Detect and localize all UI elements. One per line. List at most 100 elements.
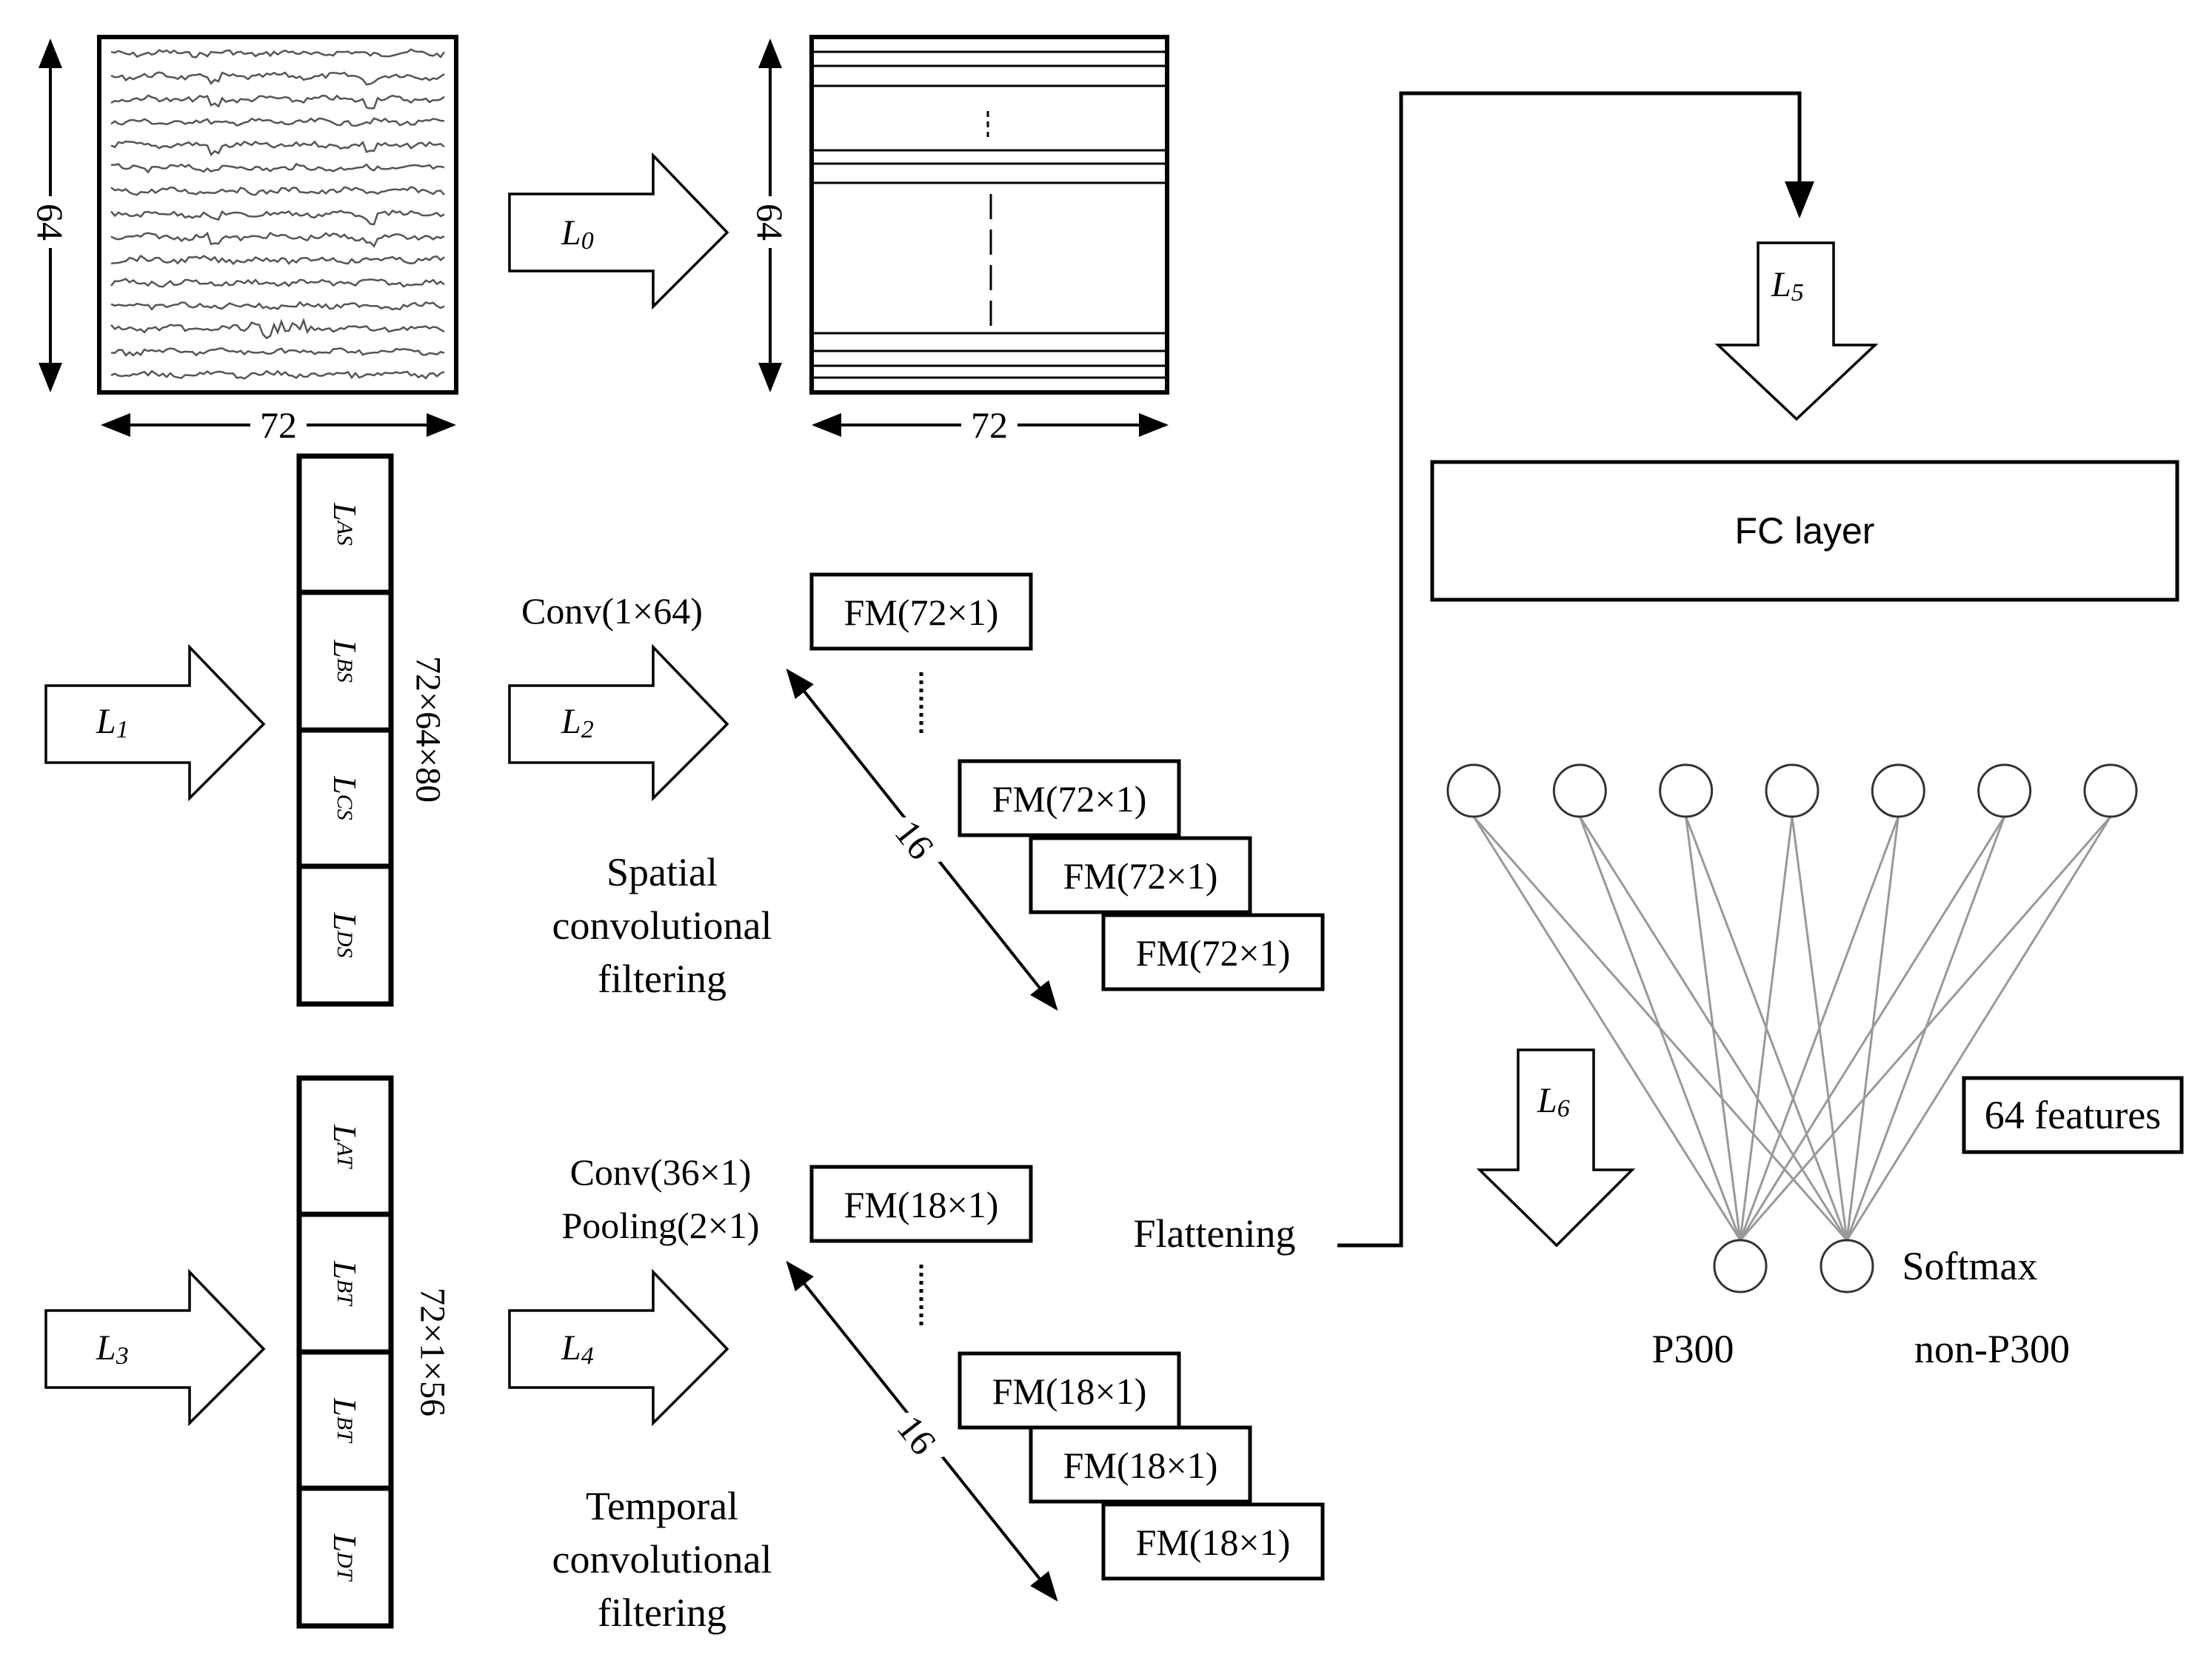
input-height-dimension: 64 <box>30 38 71 392</box>
svg-text:filtering: filtering <box>598 1590 726 1635</box>
temporal-feature-map: FM(18×1) <box>1029 1425 1252 1504</box>
output-network <box>1446 763 2138 1293</box>
input-eeg-matrix <box>97 35 458 395</box>
output-label-non-p300: non-P300 <box>1914 1327 2070 1371</box>
input-node <box>1977 763 2032 818</box>
svg-text:Temporal: Temporal <box>586 1484 738 1528</box>
arrow-l0-label: L0 <box>561 213 594 255</box>
network-connection <box>1845 816 2112 1241</box>
spatial-feature-map: FM(72×1) <box>958 759 1181 837</box>
spatial-count-arrow: 16 <box>786 668 1058 1011</box>
eeg-trace <box>110 117 445 127</box>
input-node <box>1765 763 1820 818</box>
temporal-cell-d: LDT <box>327 1533 364 1582</box>
arrow-l6-label: L6 <box>1537 1081 1570 1122</box>
input-width-label: 72 <box>260 404 297 446</box>
arrow-l4: L4 <box>508 1268 729 1427</box>
temporal-stack-dims: 72×1×56 <box>413 1288 452 1416</box>
svg-text:Spatial: Spatial <box>607 850 718 894</box>
arrow-l4-label: L4 <box>561 1328 594 1370</box>
eeg-trace <box>110 254 445 266</box>
spatial-feature-map: FM(72×1) <box>1101 913 1325 991</box>
temporal-feature-map: FM(18×1) <box>809 1165 1033 1243</box>
transformed-width-dimension: 72 <box>812 404 1169 446</box>
spatial-cell-d: LDS <box>327 911 364 957</box>
eeg-trace <box>110 94 445 110</box>
temporal-cell-c: LBT <box>327 1397 364 1444</box>
temporal-cell-a: LAT <box>327 1124 364 1170</box>
input-node <box>1446 763 1501 818</box>
network-connection <box>1578 816 1742 1241</box>
eeg-trace <box>110 140 445 157</box>
flattening-label: Flattening <box>1134 1211 1296 1256</box>
eeg-trace <box>110 278 445 288</box>
temporal-pooling-op: Pooling(2×1) <box>561 1205 759 1246</box>
arrow-l3: L3 <box>44 1268 266 1427</box>
eeg-trace <box>110 209 445 226</box>
network-connection <box>1739 816 2112 1241</box>
input-node <box>1871 763 1925 818</box>
svg-text:filtering: filtering <box>598 957 726 1001</box>
arrow-l6: L6 <box>1476 1048 1636 1248</box>
spatial-cell-c: LCS <box>327 775 364 820</box>
spatial-stack-dims: 72×64×80 <box>409 656 448 803</box>
eeg-trace <box>110 231 445 248</box>
arrow-l5-label: L5 <box>1771 265 1804 307</box>
fc-layer-box: FC layer <box>1430 460 2179 602</box>
arrow-l5: L5 <box>1714 241 1879 421</box>
output-node <box>1820 1239 1874 1293</box>
spatial-feature-maps: FM(72×1) FM(72×1) FM(72×1) FM(72×1) <box>809 572 1325 991</box>
transformed-height-dimension: 64 <box>749 38 791 392</box>
svg-text:FM(72×1): FM(72×1) <box>844 592 999 633</box>
flattening-connector <box>1337 91 1814 1248</box>
network-connection <box>1739 816 1899 1241</box>
spatial-cell-b: LBS <box>327 639 364 683</box>
spatial-feature-map: FM(72×1) <box>809 572 1033 651</box>
eeg-trace <box>110 186 445 196</box>
output-label-p300: P300 <box>1651 1327 1734 1371</box>
eeg-trace <box>110 347 445 357</box>
svg-text:FM(18×1): FM(18×1) <box>992 1370 1147 1412</box>
svg-text:convolutional: convolutional <box>552 1537 772 1582</box>
softmax-label: Softmax <box>1902 1244 2038 1288</box>
eeg-trace <box>110 71 445 86</box>
spatial-feature-map: FM(72×1) <box>1029 836 1252 914</box>
network-connection <box>1472 816 1742 1241</box>
network-connection <box>1739 816 1794 1241</box>
arrow-l2-label: L2 <box>561 702 594 743</box>
svg-text:FM(72×1): FM(72×1) <box>1063 855 1218 897</box>
network-connection <box>1685 816 1742 1241</box>
input-node <box>1659 763 1714 818</box>
eeg-trace <box>110 163 445 174</box>
spatial-cell-a: LAS <box>327 502 364 546</box>
input-node <box>2083 763 2138 818</box>
arrow-l1: L1 <box>44 643 266 802</box>
svg-text:FM(18×1): FM(18×1) <box>844 1184 999 1225</box>
svg-text:FM(72×1): FM(72×1) <box>1136 932 1291 974</box>
input-node <box>1552 763 1607 818</box>
temporal-cell-b: LBT <box>327 1260 364 1307</box>
output-node <box>1713 1239 1768 1293</box>
temporal-filter-stack: LAT LBT LBT LDT <box>296 1075 394 1629</box>
temporal-count-arrow: 16 <box>786 1260 1058 1602</box>
input-height-label: 64 <box>30 204 71 241</box>
spatial-filter-stack: LAS LBS LCS LDS <box>296 453 394 1007</box>
transformed-height-label: 64 <box>749 204 791 241</box>
eeg-trace <box>110 369 445 380</box>
features-box: 64 features <box>1962 1076 2184 1154</box>
transformed-matrix <box>809 35 1169 395</box>
eeg-traces <box>110 48 446 380</box>
arrow-l3-label: L3 <box>96 1328 129 1370</box>
eeg-trace <box>110 301 445 311</box>
eeg-trace <box>110 317 445 340</box>
arrow-l0: L0 <box>508 152 729 310</box>
temporal-conv-op: Conv(36×1) <box>570 1151 752 1193</box>
network-connection <box>1739 816 2005 1241</box>
eeg-trace <box>110 48 446 58</box>
temporal-feature-map: FM(18×1) <box>1101 1502 1325 1581</box>
temporal-caption: Temporal convolutional filtering <box>552 1484 772 1635</box>
svg-text:convolutional: convolutional <box>552 903 772 948</box>
svg-text:FM(72×1): FM(72×1) <box>992 778 1147 820</box>
spatial-conv-op: Conv(1×64) <box>521 590 703 632</box>
